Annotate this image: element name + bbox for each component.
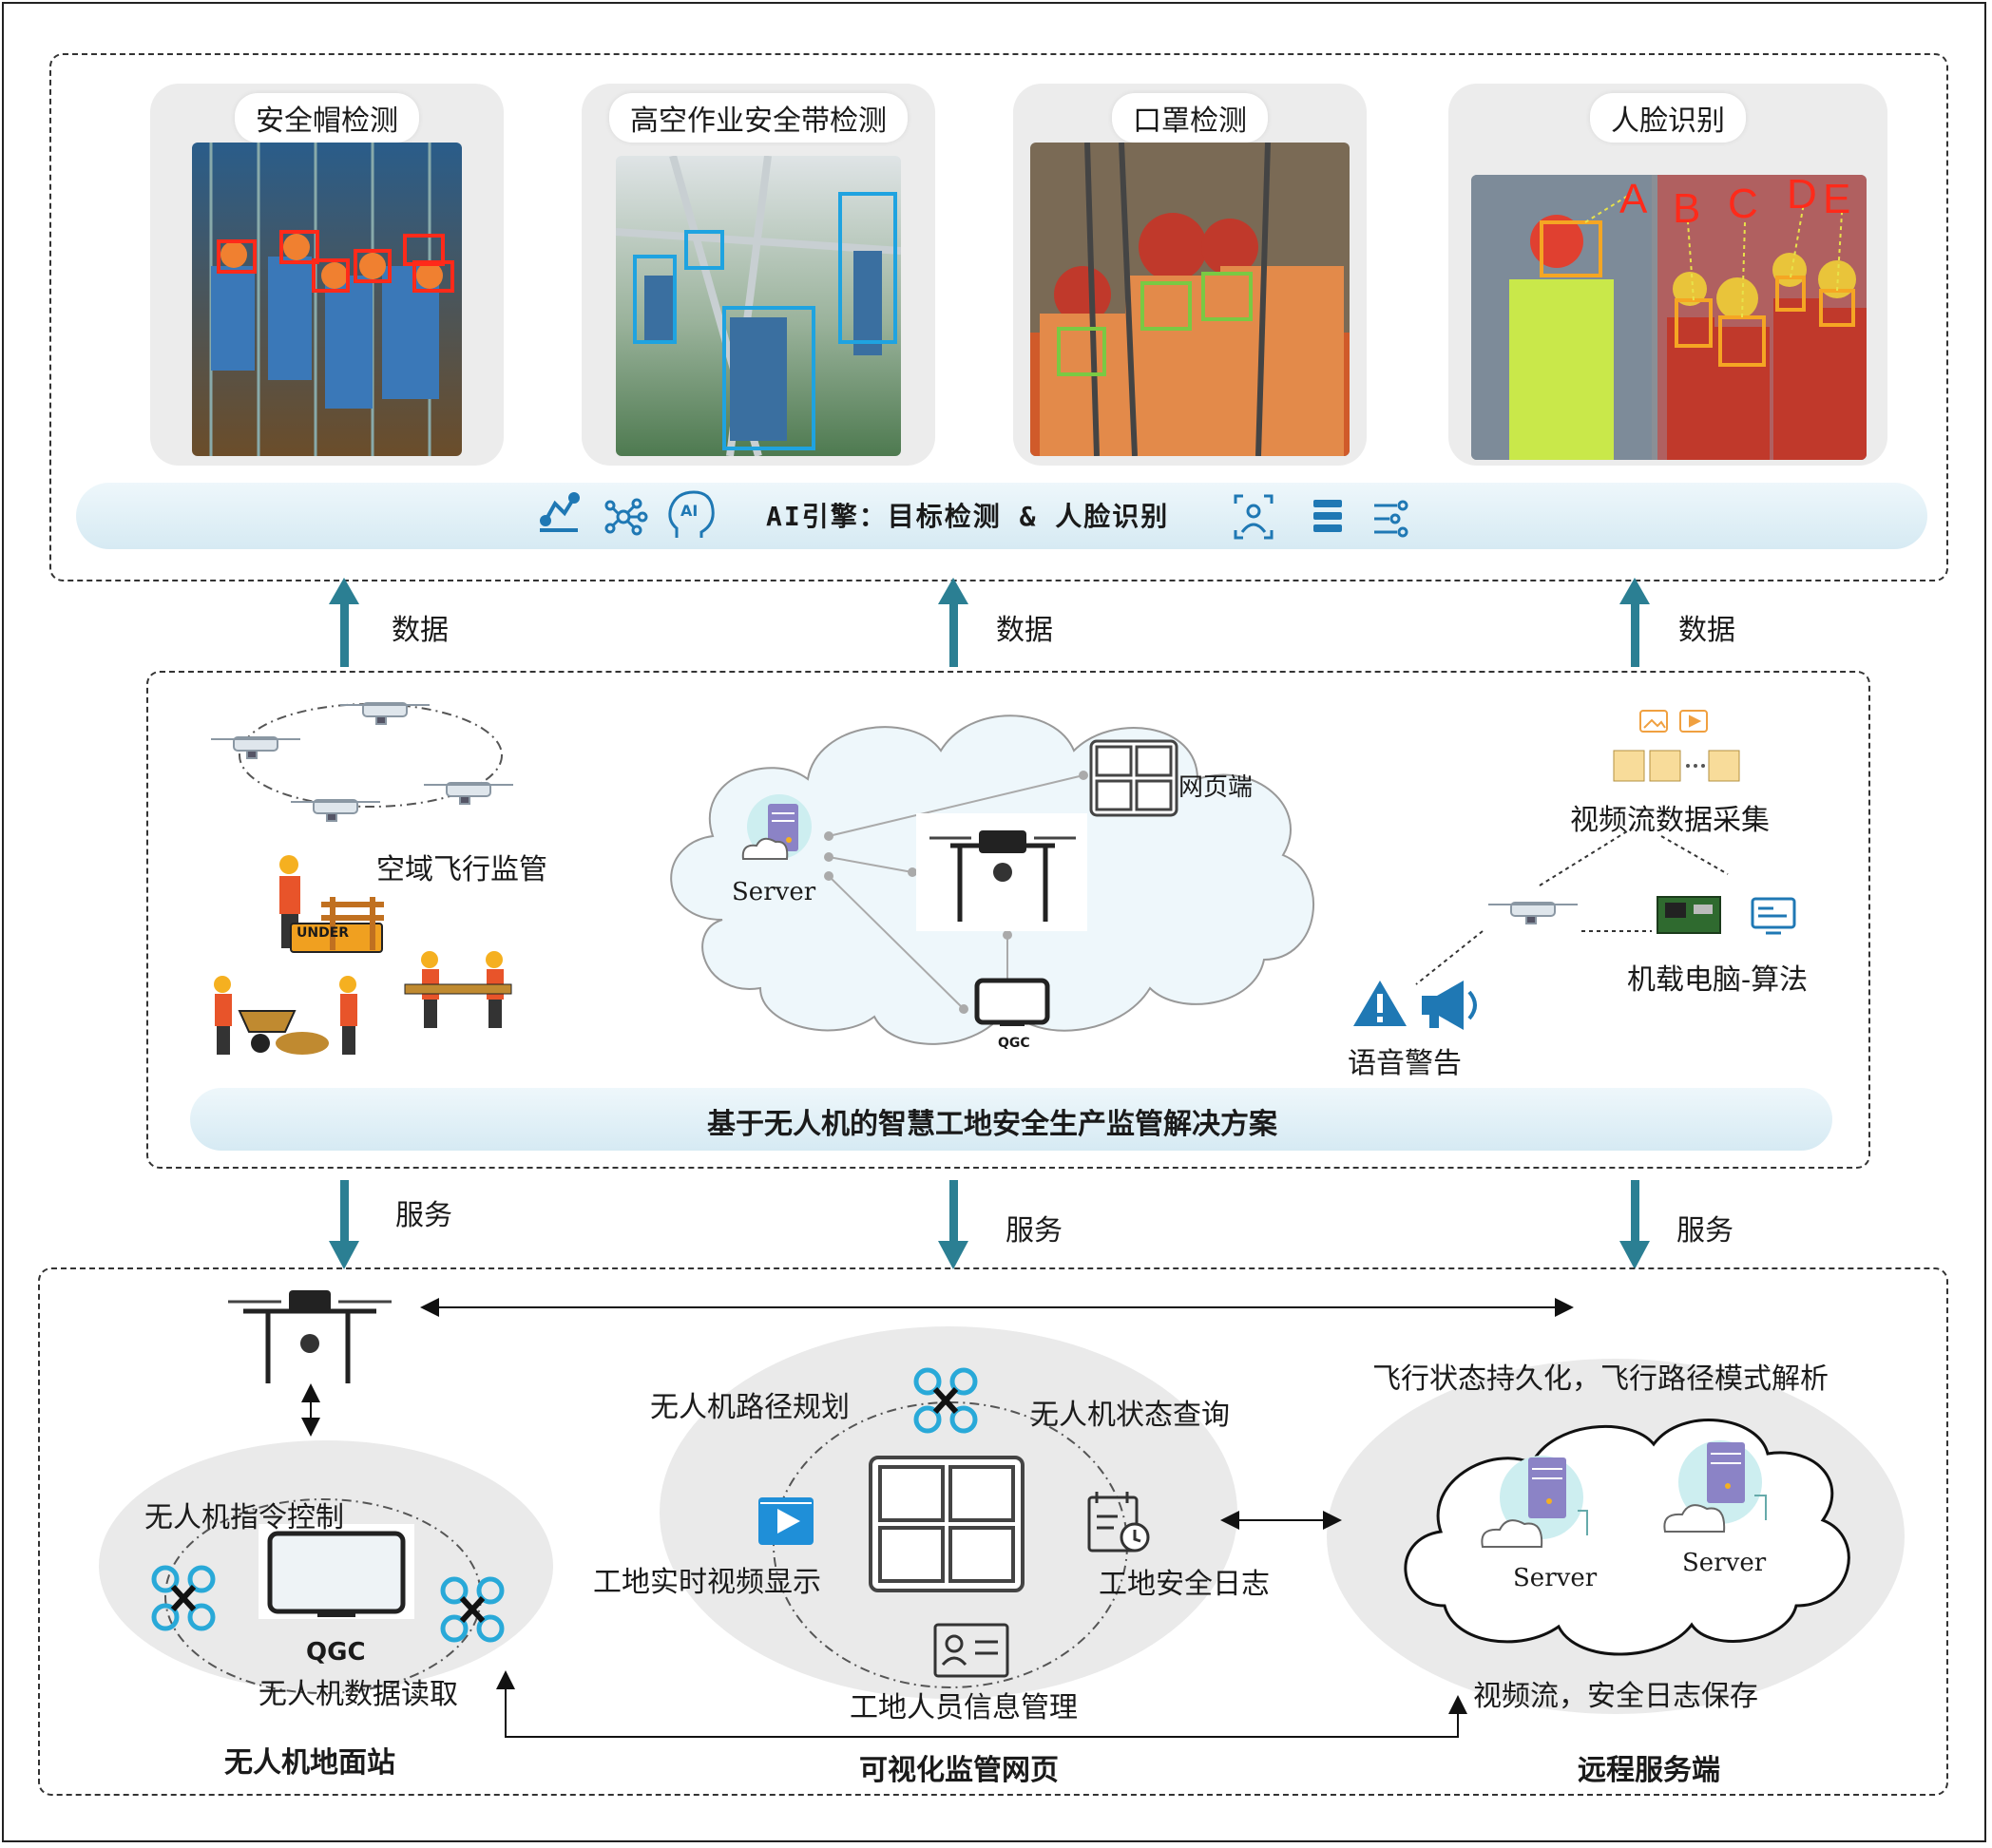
safety-belt-detection-card: 高空作业安全带检测	[582, 84, 935, 466]
data-label-center: 数据	[996, 614, 1053, 647]
data-label-right: 数据	[1678, 614, 1735, 647]
solution-title: 基于无人机的智慧工地安全生产监管解决方案	[707, 1108, 1277, 1141]
card-title: 安全帽检测	[235, 93, 419, 143]
video-collection-label: 视频流数据采集	[1570, 804, 1770, 837]
card-title: 人脸识别	[1590, 93, 1746, 143]
face-label-d: D	[1787, 175, 1817, 218]
solution-panel	[146, 671, 1870, 1169]
status-query-label: 无人机状态查询	[1030, 1399, 1230, 1432]
ai-engine-label: AI引擎：目标检测 & 人脸识别	[766, 501, 1170, 532]
under-construction-sign: UNDER	[297, 925, 350, 941]
data-read-label: 无人机数据读取	[259, 1678, 458, 1711]
face-label-a: A	[1619, 176, 1648, 222]
ai-engine-bar	[76, 483, 1927, 549]
remote-server-title: 远程服务端	[1578, 1754, 1720, 1787]
realtime-video-label: 工地实时视频显示	[593, 1566, 821, 1599]
server-label-left: Server	[1513, 1564, 1598, 1592]
voice-warning-label: 语音警告	[1348, 1047, 1462, 1080]
safety-log-label: 工地安全日志	[1099, 1568, 1270, 1601]
face-label-b: B	[1673, 185, 1700, 232]
helmet-photo	[192, 143, 462, 456]
ai-badge: AI	[680, 502, 699, 520]
face-photo: A B C D E	[1471, 175, 1867, 460]
service-label-left: 服务	[395, 1199, 452, 1232]
mask-detection-card: 口罩检测	[1013, 84, 1367, 466]
face-label-e: E	[1823, 176, 1850, 222]
web-ellipse	[660, 1326, 1237, 1699]
application-panel	[38, 1267, 1948, 1796]
web-title: 可视化监管网页	[859, 1754, 1059, 1787]
web-client-label: 网页端	[1178, 773, 1254, 802]
helmet-detection-card: 安全帽检测	[150, 84, 504, 466]
data-label-left: 数据	[392, 614, 449, 647]
qgc-ground-label: QGC	[306, 1638, 366, 1667]
solution-title-bar	[190, 1088, 1832, 1151]
command-control-label: 无人机指令控制	[144, 1501, 344, 1534]
storage-label: 视频流，安全日志保存	[1473, 1680, 1758, 1713]
service-label-right: 服务	[1676, 1214, 1733, 1248]
service-label-center: 服务	[1006, 1214, 1063, 1248]
server-label: Server	[732, 878, 816, 906]
onboard-algorithm-label: 机载电脑-算法	[1627, 963, 1809, 997]
face-recognition-card: 人脸识别 A B C D E	[1448, 84, 1887, 466]
safety-belt-photo	[616, 156, 901, 456]
mask-photo	[1030, 143, 1350, 456]
persistence-label: 飞行状态持久化，飞行路径模式解析	[1372, 1362, 1829, 1396]
airspace-supervision-label: 空域飞行监管	[376, 853, 547, 886]
face-label-c: C	[1728, 181, 1758, 227]
personnel-management-label: 工地人员信息管理	[850, 1691, 1078, 1724]
qgc-label: QGC	[998, 1036, 1030, 1051]
card-title: 口罩检测	[1112, 93, 1268, 143]
ground-station-title: 无人机地面站	[224, 1746, 395, 1780]
server-ellipse	[1327, 1359, 1905, 1714]
server-label-right: Server	[1682, 1549, 1767, 1577]
ai-detection-panel	[49, 53, 1948, 581]
card-title: 高空作业安全带检测	[609, 93, 908, 143]
path-planning-label: 无人机路径规划	[650, 1391, 850, 1424]
